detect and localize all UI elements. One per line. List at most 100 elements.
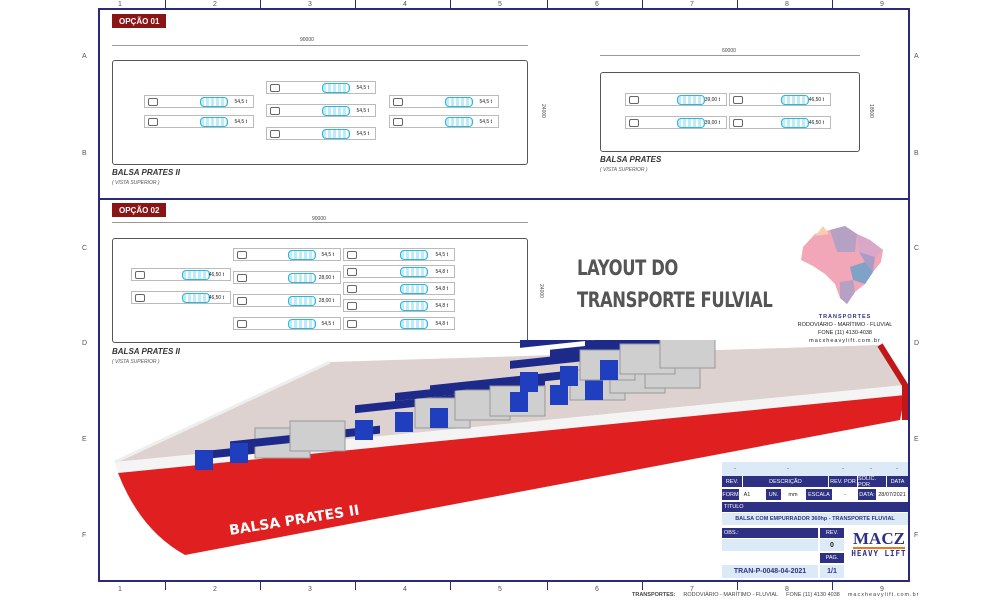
zone-row-label: D	[82, 340, 88, 347]
zone-column-label: 7	[690, 1, 694, 8]
length-dimension: 90000	[312, 216, 326, 222]
load-weight: 54,5 t	[479, 119, 492, 125]
footer: TRANSPORTES: RODOVIÁRIO - MARÍTIMO - FLU…	[632, 592, 920, 598]
truck-cab	[510, 392, 528, 412]
footer-site: macxheavylift.com.br	[847, 592, 920, 598]
transport-unit: 28,00 t	[233, 294, 341, 307]
load-weight: 54,8 t	[435, 286, 448, 292]
transport-unit: 54,5 t	[389, 95, 499, 108]
load-weight: 46,50 t	[808, 97, 824, 103]
pag-label: PAG.	[820, 553, 844, 563]
rev-por-value: -	[842, 466, 844, 472]
obs-label: OBS.:	[722, 528, 818, 538]
rev-header: REV.	[722, 476, 742, 487]
trailer	[520, 340, 670, 348]
transport-unit: 54,5 t	[343, 248, 455, 261]
dimension-line	[112, 222, 528, 223]
pag-value: 1/1	[820, 565, 844, 578]
zone-column-label: 3	[308, 586, 312, 593]
zone-column-label: 6	[595, 586, 599, 593]
solic-por-value: -	[870, 466, 872, 472]
transformer-load-icon	[400, 319, 428, 329]
transformer-load-icon	[182, 270, 210, 280]
trailer	[430, 369, 580, 394]
transport-unit: 54,8 t	[343, 317, 455, 330]
load-weight: 54,8 t	[435, 321, 448, 327]
zone-row-label: F	[914, 532, 919, 539]
zone-row-label: B	[82, 150, 87, 157]
load-weight: 39,00 t	[704, 120, 720, 126]
truck-cab-icon	[733, 119, 743, 127]
truck-cab-icon	[270, 130, 280, 138]
footer-phone: FONE (11) 4130 4038	[786, 592, 840, 598]
transport-unit: 46,50 t	[131, 268, 231, 281]
truck-cab-icon	[393, 118, 403, 126]
footer-company: TRANSPORTES:	[632, 592, 676, 598]
transformer-load-icon	[781, 95, 809, 105]
brand-services: RODOVIÁRIO - MARÍTIMO - FLUVIAL	[797, 322, 893, 328]
transformer-load-icon	[288, 273, 316, 283]
zone-row-label: E	[914, 436, 919, 443]
truck-cab-icon	[733, 96, 743, 104]
truck-cab	[520, 372, 538, 392]
truck-cab	[600, 360, 618, 380]
load-weight: 54,5 t	[356, 131, 369, 137]
data-label: DATA:	[858, 489, 876, 500]
trailer	[585, 340, 735, 350]
truck-cab	[195, 450, 213, 470]
transformer-load-icon	[400, 250, 428, 260]
titulo-value: BALSA COM EMPURRADOR 360hp - TRANSPORTE …	[722, 513, 908, 525]
data-header: DATA	[887, 476, 908, 487]
rev-value: 0	[820, 539, 844, 551]
truck-cab	[560, 366, 578, 386]
load-weight: 54,5 t	[234, 119, 247, 125]
load-weight: 28,00 t	[318, 298, 334, 304]
transport-unit: 54,5 t	[144, 115, 254, 128]
data-value: 28/07/2021	[878, 491, 906, 498]
transformer-load-icon	[200, 97, 228, 107]
barge-3d-render: BALSA PRATES II	[114, 340, 908, 555]
zone-column-label: 9	[880, 1, 884, 8]
truck-cab-icon	[135, 271, 145, 279]
macz-logo: MACZ HEAVY LIFT	[851, 529, 907, 558]
un-label: UN.	[766, 489, 781, 500]
truck-cab-icon	[237, 274, 247, 282]
transformer-load-icon	[445, 97, 473, 107]
data-value: -	[896, 466, 898, 472]
width-dimension: 24000	[539, 104, 546, 118]
load-weight: 28,00 t	[318, 275, 334, 281]
brand-site: macxheavylift.com.br	[809, 338, 881, 344]
transformer-load-icon	[288, 250, 316, 260]
zone-column-label: 9	[880, 586, 884, 593]
zone-row-label: A	[82, 53, 87, 60]
transformer-load-icon	[200, 117, 228, 127]
zone-row-label: C	[914, 245, 920, 252]
transformer-load	[659, 340, 716, 369]
truck-cab-icon	[347, 268, 357, 276]
rev-value: -	[734, 466, 736, 472]
zone-column-label: 5	[498, 586, 502, 593]
zone-row-label: C	[82, 245, 88, 252]
load-weight: 46,50 t	[208, 272, 224, 278]
transport-unit: 54,5 t	[266, 127, 376, 140]
truck-cab-icon	[629, 96, 639, 104]
transformer-load-icon	[182, 293, 210, 303]
transport-unit: 54,5 t	[233, 317, 341, 330]
option-01-tag: OPÇÃO 01	[112, 14, 167, 28]
transport-unit: 54,8 t	[343, 299, 455, 312]
truck-cab	[430, 408, 448, 428]
zone-column-label: 6	[595, 1, 599, 8]
transport-unit: 54,5 t	[266, 104, 376, 117]
truck-cab-icon	[135, 294, 145, 302]
zone-column-label: 5	[498, 1, 502, 8]
width-dimension: 24000	[537, 284, 544, 298]
plan-caption: BALSA PRATES	[600, 155, 662, 164]
headline-line2: TRANSPORTE FULVIAL	[577, 288, 773, 312]
zone-row-label: E	[82, 436, 87, 443]
transformer-load-icon	[677, 118, 705, 128]
transport-unit: 39,00 t	[625, 93, 727, 106]
rev-por-header: REV. POR	[829, 476, 857, 487]
